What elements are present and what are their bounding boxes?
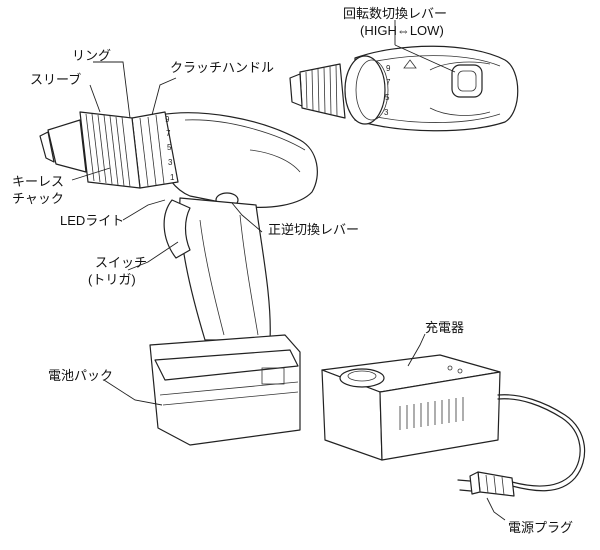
ring-label: リング [72, 48, 112, 63]
keyless-chuck-label-1: キーレス [12, 174, 65, 189]
clutch-numbers: 1 3 5 7 9 [165, 115, 175, 182]
clutch-handle-label: クラッチハンドル [170, 60, 275, 75]
switch-label-1: スイッチ [95, 255, 148, 270]
speed-lever-label: 回転数切換レバー [343, 6, 448, 21]
clutch-number: 5 [167, 143, 172, 152]
switch-label-2: (トリガ) [88, 272, 136, 287]
led-light-label: LEDライト [60, 213, 125, 228]
clutch-number: 3 [168, 158, 173, 167]
clutch-number: 9 [165, 115, 170, 124]
power-plug-label: 電源プラグ [508, 520, 574, 535]
power-cord [457, 394, 586, 497]
sleeve-label: スリーブ [30, 72, 82, 87]
reverse-lever-label: 正逆切換レバー [268, 222, 360, 237]
drill-main [39, 111, 318, 446]
dial-number: 3 [384, 108, 389, 117]
dial-number: 5 [385, 93, 390, 102]
clutch-number: 7 [166, 129, 171, 138]
inset-drill-top [289, 45, 519, 132]
speed-lever-sublabel: (HIGH⇔LOW) [360, 23, 444, 38]
battery-pack-label: 電池パック [48, 368, 114, 383]
dial-number: 7 [386, 78, 391, 87]
leader-lines [71, 20, 506, 521]
keyless-chuck-label-2: チャック [12, 191, 64, 206]
inset-dial-numbers: 3 5 7 9 [384, 64, 391, 117]
charger-unit [321, 354, 501, 461]
clutch-number: 1 [170, 173, 175, 182]
dial-number: 9 [386, 64, 391, 73]
charger-label: 充電器 [425, 320, 465, 335]
